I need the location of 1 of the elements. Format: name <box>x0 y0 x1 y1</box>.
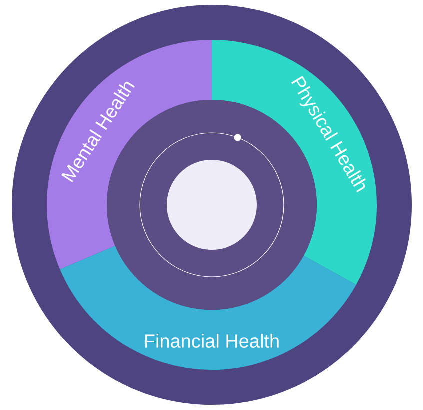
ring-segment: Financial Health <box>60 246 356 370</box>
